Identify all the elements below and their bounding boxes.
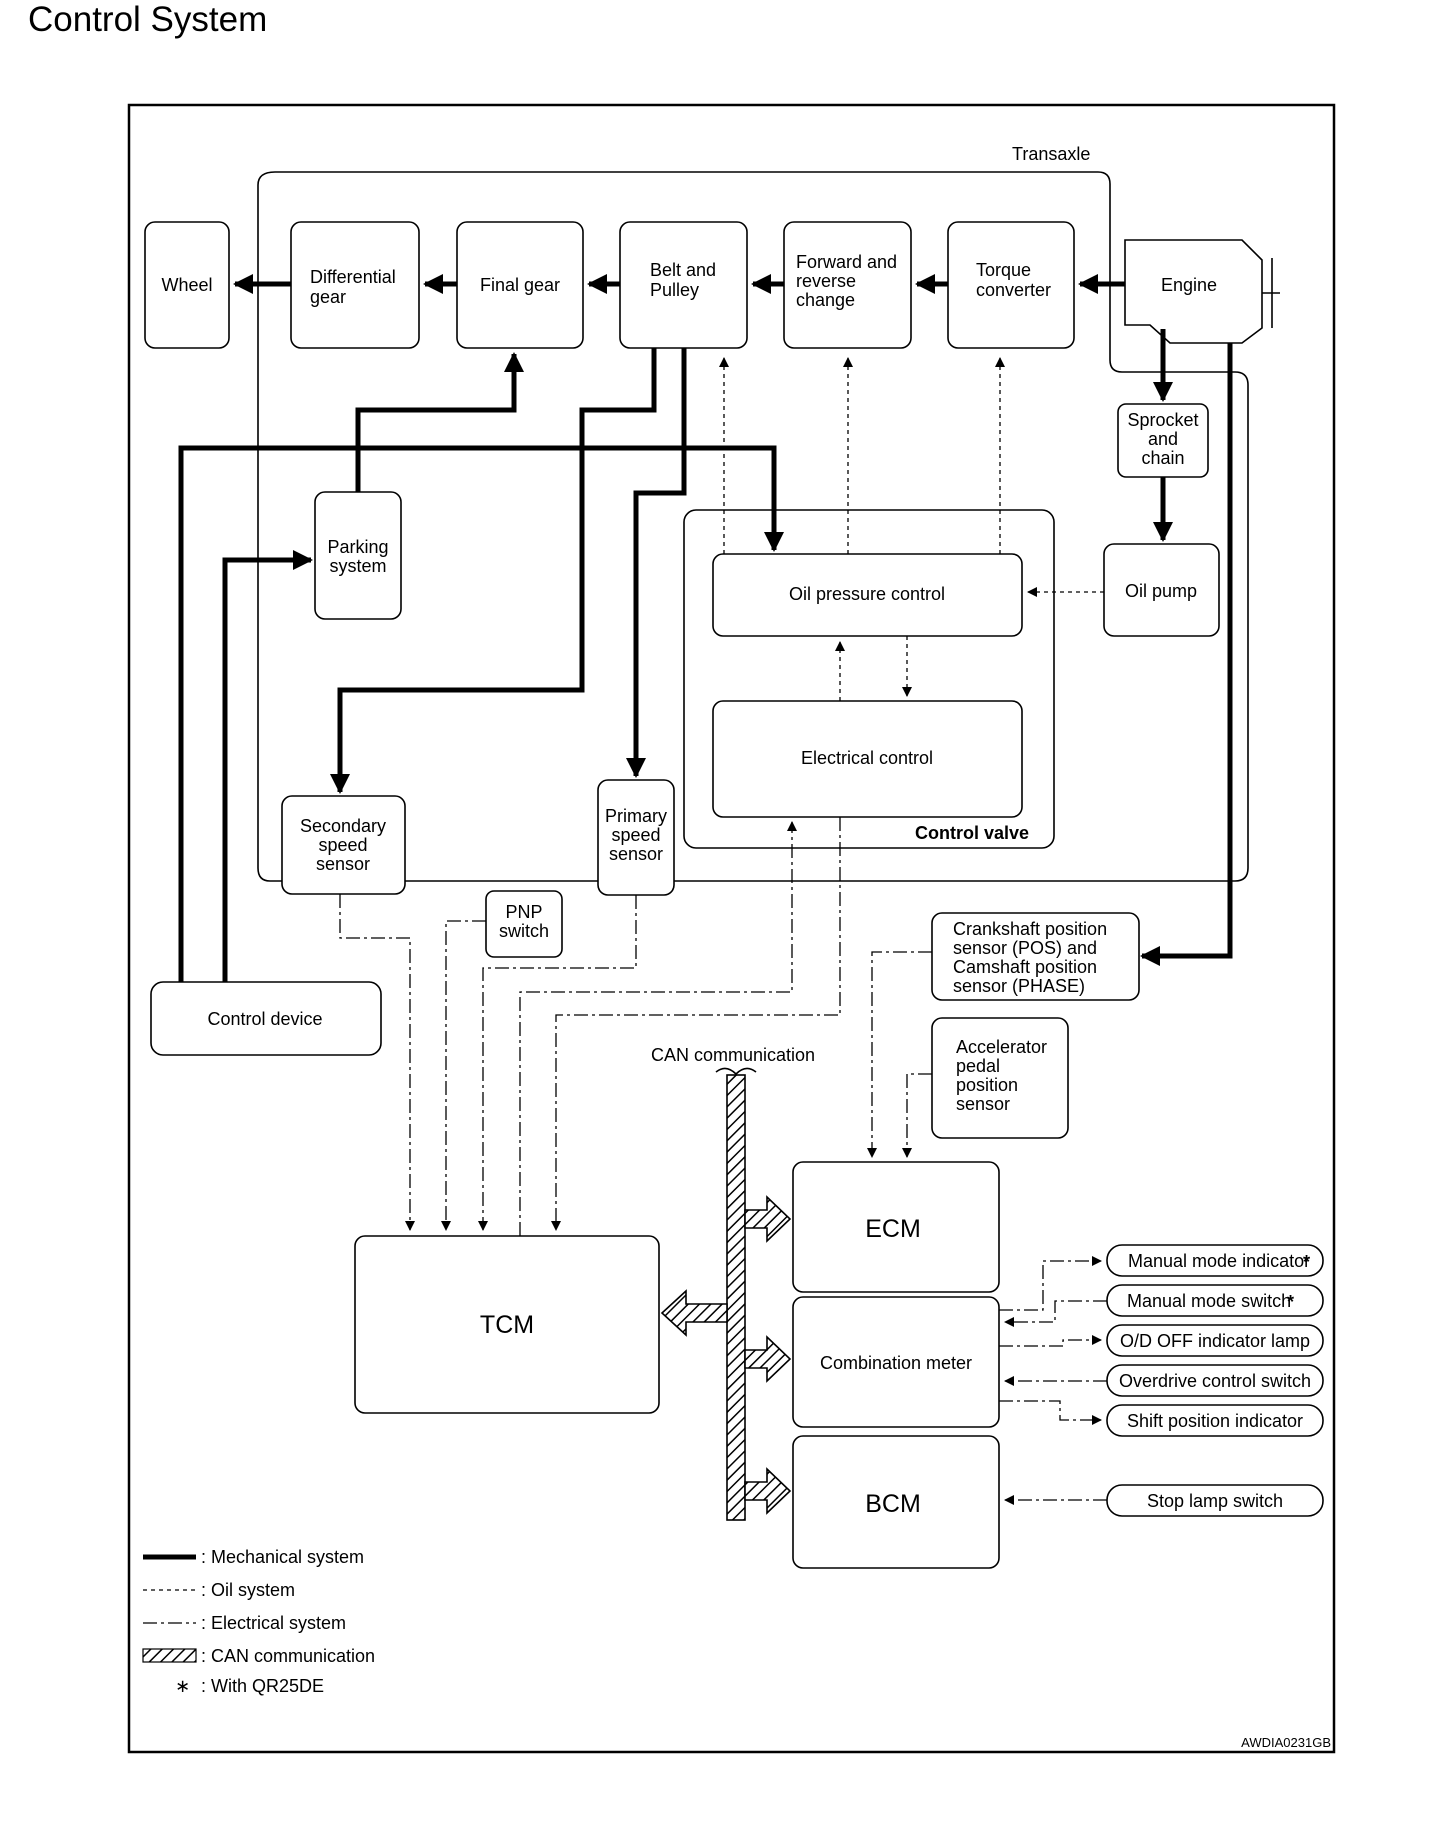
tcm-label: TCM — [480, 1311, 534, 1339]
mech-belt-primary — [626, 348, 687, 778]
shift-indicator-label: Shift position indicator — [1127, 1411, 1303, 1431]
control-valve-label: Control valve — [915, 823, 1029, 843]
legend-oil-label: : Oil system — [201, 1580, 295, 1600]
overdrive-switch-label: Overdrive control switch — [1119, 1371, 1311, 1391]
oil-pressure-control-box — [712, 553, 1023, 637]
can-to-ecm-arrow — [744, 1195, 792, 1243]
pnp-switch-box — [485, 890, 563, 958]
wheel-label: Wheel — [161, 275, 212, 295]
legend-can-swatch — [142, 1648, 197, 1663]
figure-code: AWDIA0231GB — [1241, 1735, 1331, 1750]
elec-secondary-tcm — [339, 894, 415, 1231]
elec-meter-shift-indicator — [999, 1400, 1102, 1425]
accelerator-sensor-box — [931, 1017, 1069, 1139]
mech-belt-secondary — [330, 348, 657, 794]
manual-mode-switch-label: Manual mode switch — [1127, 1291, 1291, 1311]
mech-controldevice-parking — [222, 550, 313, 982]
elec-meter-od-lamp — [999, 1335, 1102, 1347]
mech-parking-finalgear — [355, 352, 524, 492]
manual-mode-indicator-pill — [1106, 1244, 1324, 1277]
can-to-tcm-arrow — [660, 1289, 728, 1337]
transaxle-label: Transaxle — [1012, 144, 1090, 164]
elec-meter-manual-indicator — [999, 1256, 1102, 1311]
elec-pnp-tcm — [441, 920, 486, 1231]
oil-pump-label: Oil pump — [1125, 581, 1197, 601]
oil-pressure-control-label: Oil pressure control — [789, 584, 945, 604]
manual-mode-switch-asterisk: * — [1287, 1292, 1294, 1312]
legend-electrical-label: : Electrical system — [201, 1613, 346, 1633]
bcm-box — [792, 1435, 1000, 1569]
electrical-control-label: Electrical control — [801, 748, 933, 768]
page-title: Control System — [28, 0, 268, 39]
control-device-box — [150, 981, 382, 1056]
legend-can-label: : CAN communication — [201, 1646, 375, 1666]
electrical-control-box — [712, 700, 1023, 818]
combination-meter-label: Combination meter — [820, 1353, 972, 1373]
can-to-meter-arrow — [744, 1335, 792, 1383]
manual-mode-indicator-asterisk: * — [1303, 1252, 1310, 1272]
legend-star-symbol: ∗ — [175, 1676, 190, 1696]
od-off-lamp-pill — [1106, 1324, 1324, 1357]
mech-engine-crankshaft — [1140, 343, 1233, 966]
can-communication-label: CAN communication — [651, 1045, 815, 1065]
outer-frame — [127, 103, 1336, 1754]
transaxle-boundary — [257, 171, 1249, 882]
bcm-label: BCM — [865, 1490, 921, 1518]
engine-label: Engine — [1161, 275, 1217, 295]
legend-with-qr-label: : With QR25DE — [201, 1676, 324, 1696]
elec-tcm-electrical-control — [519, 821, 797, 1236]
tcm-box — [354, 1235, 660, 1414]
elec-primary-tcm — [478, 895, 637, 1231]
engine-box — [1124, 239, 1263, 344]
final-gear-label: Final gear — [480, 275, 560, 295]
control-device-label: Control device — [207, 1009, 322, 1029]
elec-crankshaft-ecm — [867, 951, 932, 1158]
shift-indicator-pill — [1106, 1404, 1324, 1437]
combination-meter-box — [792, 1296, 1000, 1428]
can-to-bcm-arrow — [744, 1467, 792, 1515]
elec-accelerator-ecm — [902, 1073, 932, 1158]
oil-pump-box — [1103, 543, 1220, 637]
manual-mode-indicator-label: Manual mode indicator — [1128, 1251, 1310, 1271]
od-off-lamp-label: O/D OFF indicator lamp — [1120, 1331, 1310, 1351]
can-bus-curl — [715, 1067, 757, 1076]
stop-lamp-switch-label: Stop lamp switch — [1147, 1491, 1283, 1511]
secondary-speed-sensor-box — [281, 795, 406, 895]
can-bus-trunk — [726, 1074, 746, 1521]
legend-mechanical-label: : Mechanical system — [201, 1547, 364, 1567]
ecm-label: ECM — [865, 1215, 921, 1243]
elec-manual-switch-meter — [1004, 1300, 1107, 1327]
crankshaft-sensor-box — [931, 912, 1140, 1001]
wheel-box — [144, 221, 230, 349]
mech-controldevice-valve — [178, 445, 784, 982]
ecm-box — [792, 1161, 1000, 1293]
